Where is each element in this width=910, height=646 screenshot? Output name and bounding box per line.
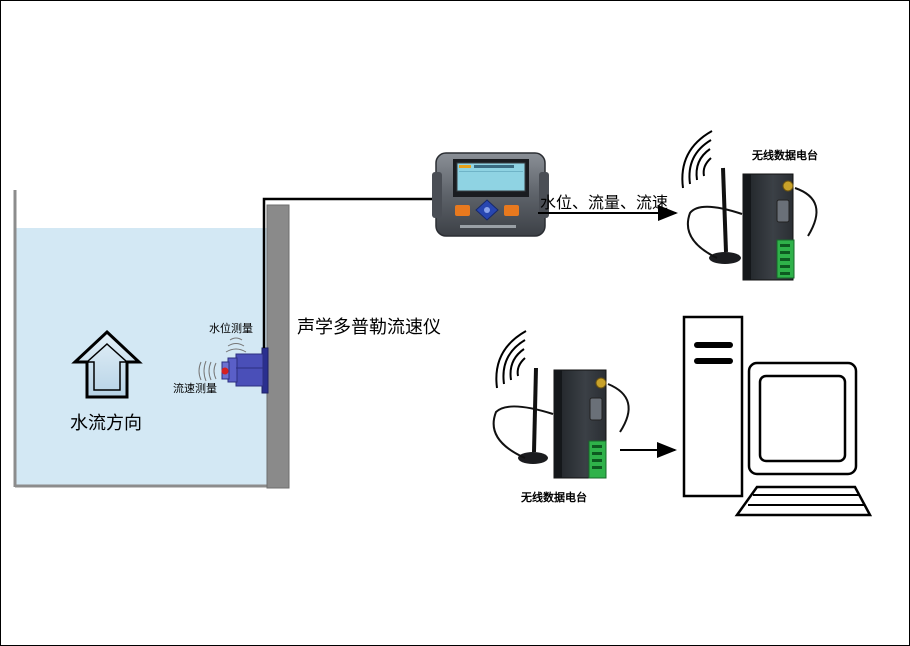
monitor-screen bbox=[758, 374, 847, 463]
instrument-name-label: 声学多普勒流速仪 bbox=[297, 317, 441, 338]
doppler-sensor bbox=[221, 347, 269, 394]
water-tank bbox=[13, 190, 290, 489]
tank-right-wall bbox=[266, 204, 290, 489]
radio-bottom-label: 无线数据电台 bbox=[521, 491, 587, 504]
velocity-measure-label: 流速测量 bbox=[173, 382, 217, 395]
radio-station-bottom bbox=[492, 330, 630, 479]
data-output-label: 水位、流量、流速 bbox=[540, 193, 669, 212]
flow-meter-device bbox=[432, 152, 549, 237]
water-body bbox=[15, 228, 267, 486]
antenna-base bbox=[518, 452, 548, 464]
keyboard bbox=[734, 485, 873, 517]
flow-direction-arrow-icon bbox=[71, 329, 143, 399]
radio-wave-icon bbox=[495, 330, 527, 389]
ultrasonic-wave-up-icon bbox=[225, 337, 247, 353]
antenna-base bbox=[709, 252, 741, 264]
radio-wave-icon bbox=[681, 130, 713, 189]
water-level-measure-label: 水位测量 bbox=[209, 322, 253, 335]
computer-icon bbox=[682, 315, 873, 517]
signal-cable bbox=[262, 197, 446, 348]
radio-top-label: 无线数据电台 bbox=[752, 149, 818, 162]
ultrasonic-wave-left-icon bbox=[198, 360, 217, 382]
flow-direction-label: 水流方向 bbox=[70, 413, 142, 434]
meter-key-right bbox=[504, 205, 519, 216]
meter-key-left bbox=[455, 205, 470, 216]
radio-station-top bbox=[681, 130, 818, 281]
